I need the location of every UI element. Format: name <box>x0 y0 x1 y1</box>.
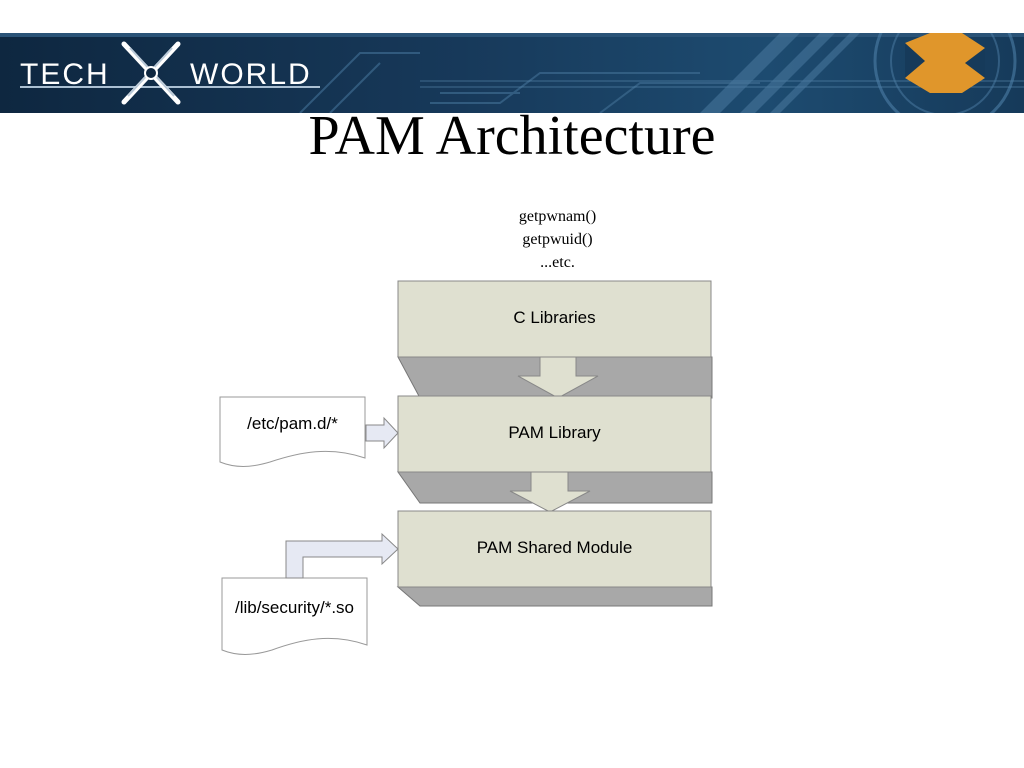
down-arrow-icon <box>517 356 599 399</box>
down-arrow-icon <box>509 471 591 513</box>
function-item: getpwnam() <box>518 208 597 225</box>
function-item: ...etc. <box>540 254 575 271</box>
function-list: getpwnam() getpwuid() ...etc. <box>480 205 635 274</box>
module-document-label: /lib/security/*.so <box>234 598 355 617</box>
header-banner <box>0 33 1024 113</box>
right-arrow-icon <box>365 416 399 450</box>
slide-title: PAM Architecture <box>308 105 716 167</box>
c-libraries-label: C Libraries <box>513 308 596 327</box>
c-libraries-block <box>397 280 713 399</box>
pam-library-label: PAM Library <box>508 423 601 442</box>
bent-arrow-icon <box>285 532 399 579</box>
config-document-label: /etc/pam.d/* <box>247 414 338 433</box>
pam-shared-module-block <box>396 510 713 607</box>
module-document-icon <box>221 577 368 655</box>
brand-left-text: TECH <box>20 58 110 91</box>
config-document-icon <box>219 396 366 467</box>
decorative-emblem-icon <box>905 33 985 93</box>
pam-shared-module-label: PAM Shared Module <box>476 538 633 557</box>
logo-x-icon <box>116 38 186 108</box>
pam-library-block <box>397 395 713 504</box>
function-item: getpwuid() <box>522 231 593 248</box>
banner-background <box>0 33 1024 113</box>
brand-right-text: WORLD <box>190 58 312 91</box>
